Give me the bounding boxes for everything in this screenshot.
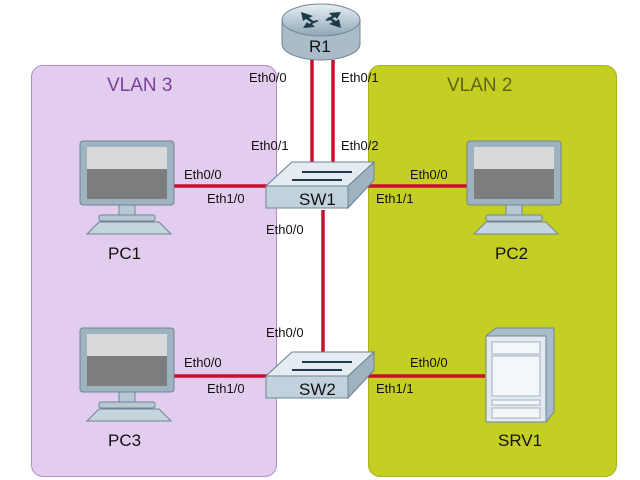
vlan2-title: VLAN 2 [447,75,513,96]
if-sw1-eth1-1: Eth1/1 [376,191,414,206]
vlan3-title: VLAN 3 [107,75,173,96]
pc3-icon[interactable] [79,327,175,425]
if-sw2-eth0-0: Eth0/0 [266,325,304,340]
srv1-label: SRV1 [498,431,543,450]
pc3-label: PC3 [108,431,142,450]
router-icon[interactable] [279,0,363,62]
pc2-label: PC2 [495,244,529,263]
pc2-icon[interactable] [466,140,562,238]
if-pc1-eth0-0: Eth0/0 [184,167,222,182]
r1-label: R1 [309,37,331,56]
pc1-icon[interactable] [79,140,175,238]
if-sw1-eth0-1: Eth0/1 [251,138,289,153]
if-sw2-eth1-1: Eth1/1 [376,381,414,396]
if-srv1-eth0-0: Eth0/0 [410,355,448,370]
pc1-label: PC1 [108,244,142,263]
if-pc3-eth0-0: Eth0/0 [184,355,222,370]
sw1-label: SW1 [299,190,336,209]
if-r1-eth0-0: Eth0/0 [249,70,287,85]
sw2-label: SW2 [299,380,336,399]
if-sw2-eth1-0: Eth1/0 [207,381,245,396]
if-pc2-eth0-0: Eth0/0 [410,167,448,182]
if-sw1-eth0-0: Eth0/0 [266,222,304,237]
if-r1-eth0-1: Eth0/1 [341,70,379,85]
if-sw1-eth1-0: Eth1/0 [207,191,245,206]
if-sw1-eth0-2: Eth0/2 [341,138,379,153]
switch-sw1-icon[interactable] [262,158,378,216]
switch-sw2-icon[interactable] [262,348,378,406]
server-icon[interactable] [484,326,556,424]
